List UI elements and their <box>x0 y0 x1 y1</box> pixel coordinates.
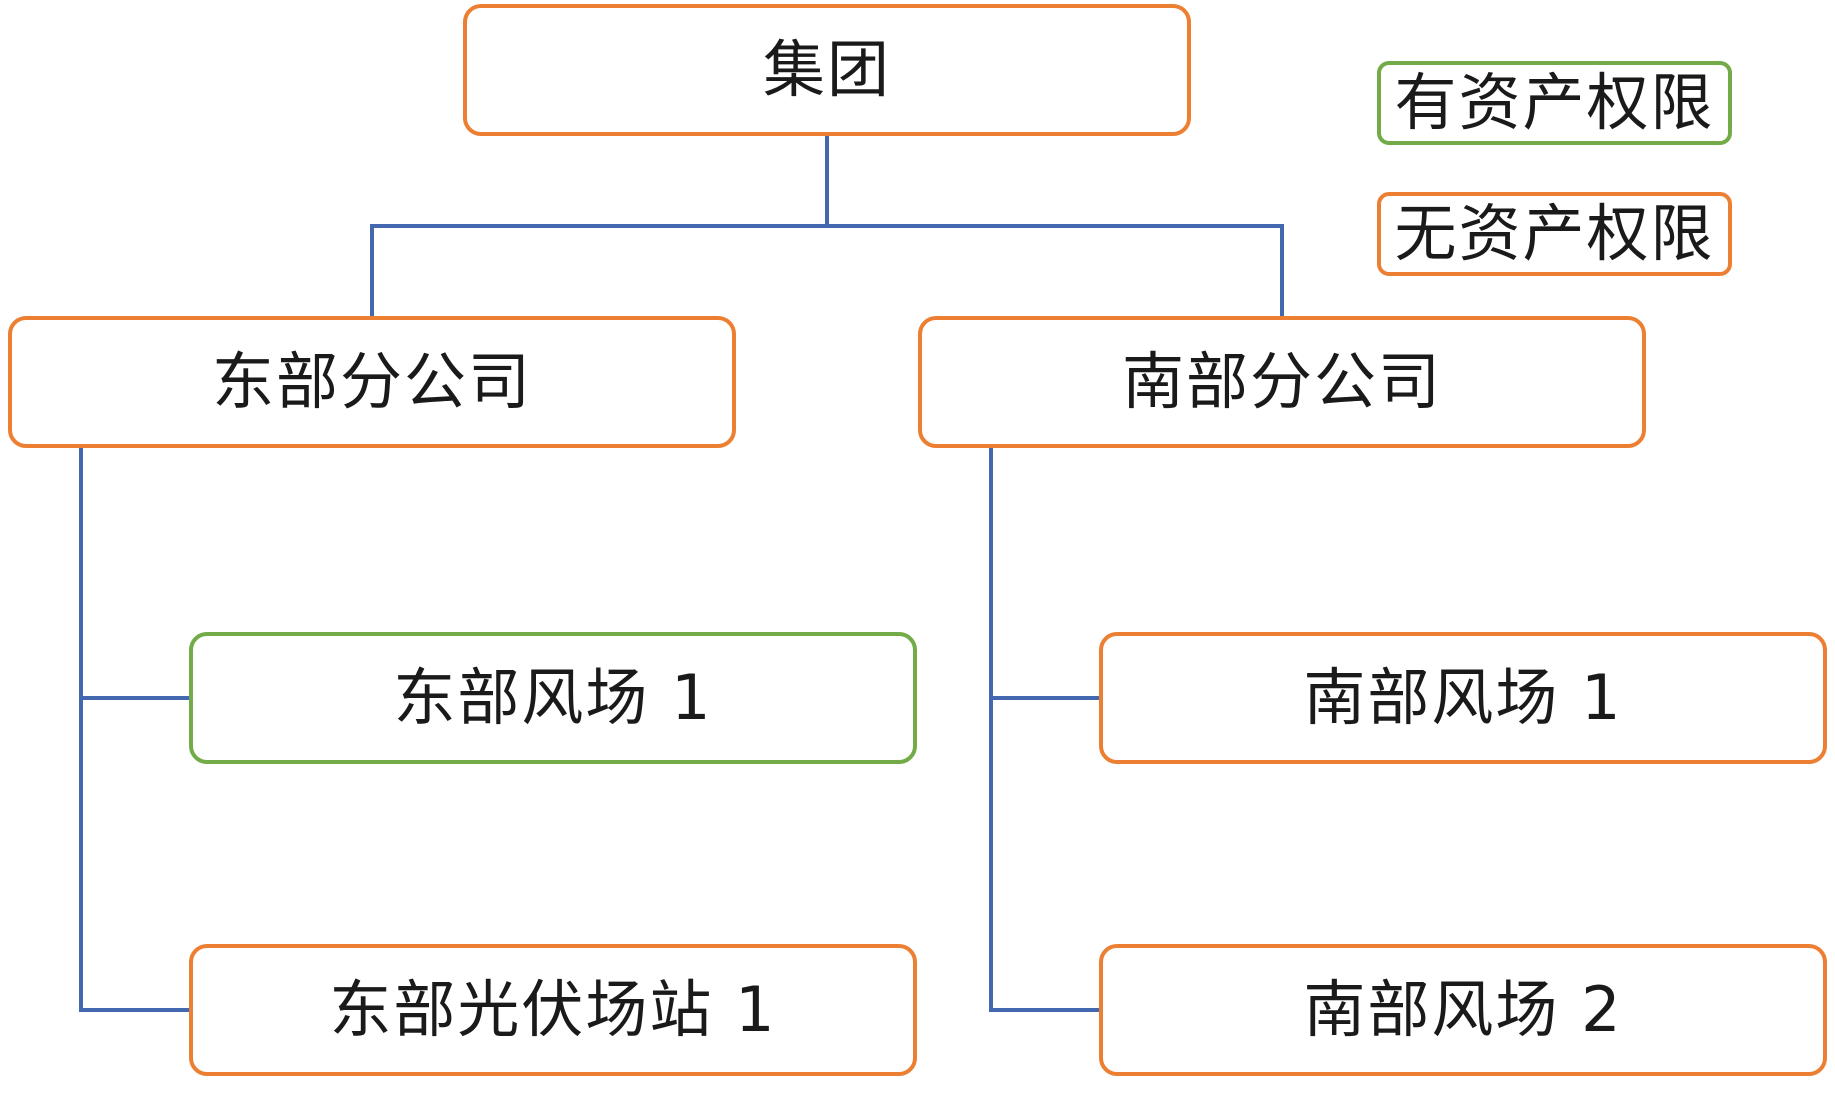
node-group-root: 集团 <box>463 4 1191 136</box>
node-label: 东部光伏场站 1 <box>329 973 777 1046</box>
node-label: 东部风场 1 <box>393 661 713 734</box>
legend-has-permission: 有资产权限 <box>1377 61 1732 145</box>
node-label: 南部风场 2 <box>1303 973 1623 1046</box>
node-label: 南部风场 1 <box>1303 661 1623 734</box>
node-label: 南部分公司 <box>1121 345 1442 418</box>
node-south-wind-farm-2: 南部风场 2 <box>1099 944 1827 1076</box>
legend-no-permission: 无资产权限 <box>1377 192 1732 276</box>
node-east-pv-station-1: 东部光伏场站 1 <box>189 944 917 1076</box>
node-south-branch: 南部分公司 <box>918 316 1646 448</box>
node-east-wind-farm-1: 东部风场 1 <box>189 632 917 764</box>
node-south-wind-farm-1: 南部风场 1 <box>1099 632 1827 764</box>
legend-label: 有资产权限 <box>1394 66 1715 139</box>
node-label: 集团 <box>762 33 891 106</box>
node-east-branch: 东部分公司 <box>8 316 736 448</box>
node-label: 东部分公司 <box>211 345 532 418</box>
legend-label: 无资产权限 <box>1394 197 1715 270</box>
